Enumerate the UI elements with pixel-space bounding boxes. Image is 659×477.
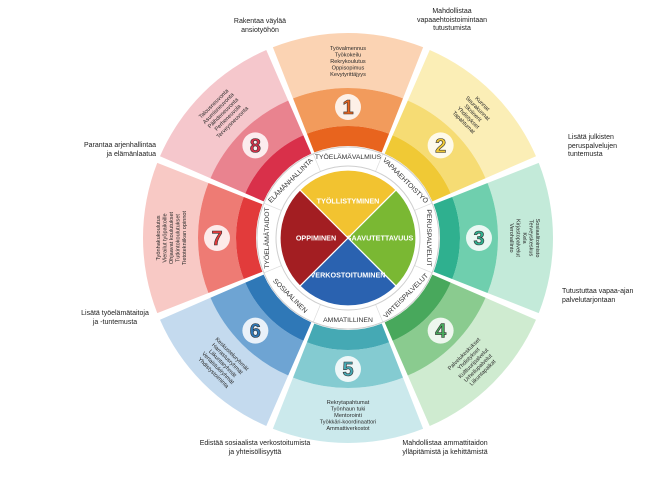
center-quadrant-saavutettavuus — [347, 189, 417, 287]
petal-number: 5 — [342, 359, 353, 381]
petal-inner-band — [433, 196, 460, 280]
petal-item: Sosiaalitoimisto — [534, 219, 540, 258]
ring-label-7: TYÖELÄMÄTAIDOT — [263, 207, 271, 268]
petal-outer-band — [160, 297, 289, 426]
petal-6: 6KeskusteluryhmätHarrastusryhmätLiikunta… — [160, 274, 312, 426]
petal-item: Työnhaun tuki — [331, 406, 366, 412]
number-badge — [242, 132, 269, 159]
petal-inner-band — [245, 135, 312, 202]
petal-number: 2 — [435, 135, 446, 157]
petal-number: 3 — [473, 228, 484, 250]
number-badge — [335, 94, 361, 120]
center-label: VERKOSTOITUMINEN — [311, 271, 386, 280]
petal-item: Kevytyrittäjyys — [330, 72, 366, 78]
petal-item-list: TyönhakukoulutusVierailut työpaikoilleOh… — [156, 210, 188, 265]
petal-inner-band — [384, 274, 451, 341]
ring-label-5: AMMATILLINEN — [323, 317, 373, 324]
petal-outer-band — [143, 162, 209, 314]
petal-number: 4 — [435, 321, 447, 343]
petal-7: 7 TyönhakukoulutusVierailut työpaikoilleO… — [143, 162, 263, 314]
petal-item: Ohjaavat koulutukset — [169, 211, 175, 264]
petal-item: Työkokeilu — [335, 52, 361, 58]
number-badge — [204, 225, 230, 251]
petal-number: 1 — [342, 97, 353, 119]
petal-item: Työnhakukoulutus — [156, 215, 162, 260]
petal-item: Rekrykoulutus — [330, 59, 366, 65]
number-badge — [242, 317, 269, 344]
petal-item: Työvalmennus — [330, 46, 366, 52]
petal-item: Työkkäri-koordinaattori — [320, 420, 377, 426]
petal-2: 2KunnatSeurakunnatSkriineritYhdistyksetT… — [384, 50, 536, 202]
center-label: TYÖLLISTYMINEN — [317, 197, 380, 206]
petal-item: Terveyskeskus — [528, 220, 534, 257]
petal-item: Vierailut työpaikoille — [162, 213, 168, 262]
center-label: OPPIMINEN — [296, 234, 336, 243]
petal-number: 8 — [250, 135, 261, 157]
center-label: SAAVUTETTAVUUS — [347, 234, 414, 243]
petal-8: 8TalousneuvontaAsumisneuvontaPäihdeneuvo… — [160, 50, 312, 202]
petal-item: Kirjastopalvelut — [514, 219, 520, 257]
center-layer: TYÖLLISTYMINEN SAAVUTETTAVUUS VERKOSTOITUM… — [279, 169, 417, 307]
petal-outer-band — [407, 50, 536, 179]
center-quadrant-oppiminen — [279, 189, 349, 287]
petal-outer-band — [160, 50, 289, 179]
petal-item: Mentorointi — [334, 413, 362, 419]
petal-inner-band — [306, 323, 390, 350]
center-quadrant-verkostoituminen — [299, 237, 397, 307]
petal-number: 6 — [250, 321, 261, 343]
center-quadrant-työllistyminen — [299, 169, 397, 239]
ring-label-1: TYÖELÄMÄVALMIUS — [315, 153, 382, 161]
petal-number: 7 — [211, 228, 222, 250]
petal-inner-band — [306, 126, 390, 153]
petal-item-list: SosiaalitoimistoTerveyskeskusKelaKirjast… — [508, 219, 540, 258]
petal-outer-band — [272, 33, 424, 99]
number-badge — [427, 132, 454, 159]
number-badge — [466, 225, 492, 251]
petal-item: Rekrytapahtumat — [327, 400, 370, 406]
petal-item: Kela — [521, 232, 527, 244]
petal-item: Tutkintokoulutukset — [176, 214, 182, 262]
ring-label-3: PERUSPALVELUT — [425, 209, 432, 266]
petal-inner-band — [236, 196, 263, 280]
petal-3: 3 SosiaalitoimistoTerveyskeskusKelaKirjas… — [433, 162, 554, 314]
petal-outer-band — [487, 162, 554, 314]
petal-item: Tietotekniikan opinnot — [182, 210, 188, 265]
petal-item: Verohallinto — [508, 223, 514, 252]
petal-4: 4PalvelukeskuksetYhdistyksetKulttuuripal… — [384, 274, 536, 426]
petal-inner-band — [384, 135, 451, 202]
petal-item: Oppisopimus — [332, 66, 365, 72]
number-badge — [427, 317, 454, 344]
number-badge — [335, 356, 361, 382]
petal-inner-band — [245, 274, 312, 341]
petal-outer-band — [407, 297, 536, 426]
petal-outer-band — [272, 377, 424, 443]
petal-item: Ammattiverkostot — [326, 426, 370, 432]
